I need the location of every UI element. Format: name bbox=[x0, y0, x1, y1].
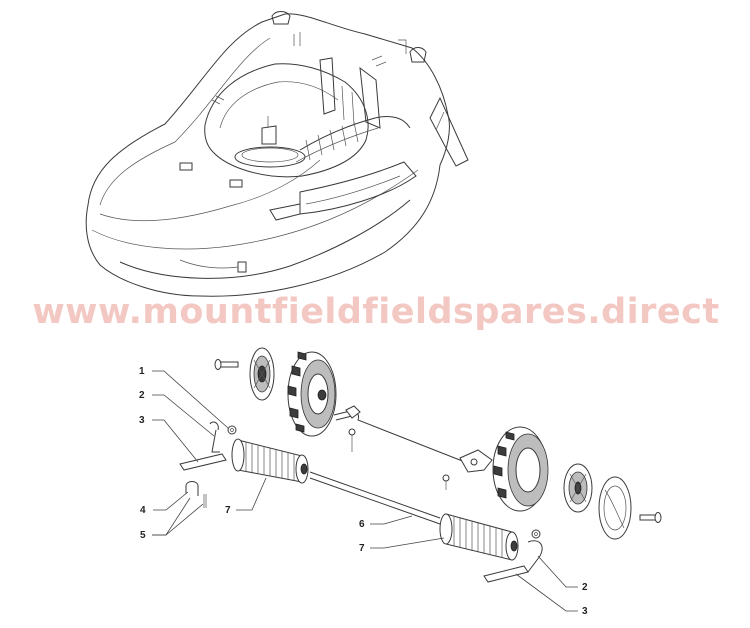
roller-bracket-right bbox=[483, 529, 543, 583]
callout-6: 6 bbox=[359, 519, 365, 530]
callout-leaders bbox=[152, 370, 578, 612]
callout-7-left: 7 bbox=[225, 505, 231, 516]
callout-2-left: 2 bbox=[139, 390, 145, 401]
callout-3-right: 3 bbox=[582, 606, 588, 617]
callout-4: 4 bbox=[140, 505, 146, 516]
rear-axle-link-rod bbox=[333, 405, 493, 490]
callout-3-left: 3 bbox=[139, 415, 145, 426]
rear-wheel-left-assembly bbox=[214, 347, 337, 437]
roller-left bbox=[231, 438, 309, 484]
callout-2-right: 2 bbox=[582, 582, 588, 593]
callout-7-right: 7 bbox=[359, 543, 365, 554]
roller-bracket-left bbox=[179, 421, 237, 508]
mower-deck-housing bbox=[85, 11, 469, 297]
watermark-text: www.mountfieldfieldspares.direct bbox=[32, 292, 719, 332]
callout-1: 1 bbox=[139, 366, 145, 377]
roller-right bbox=[439, 513, 519, 561]
rear-wheel-right-assembly bbox=[492, 426, 662, 540]
rear-roller-shaft bbox=[309, 471, 441, 525]
callout-5: 5 bbox=[140, 530, 146, 541]
